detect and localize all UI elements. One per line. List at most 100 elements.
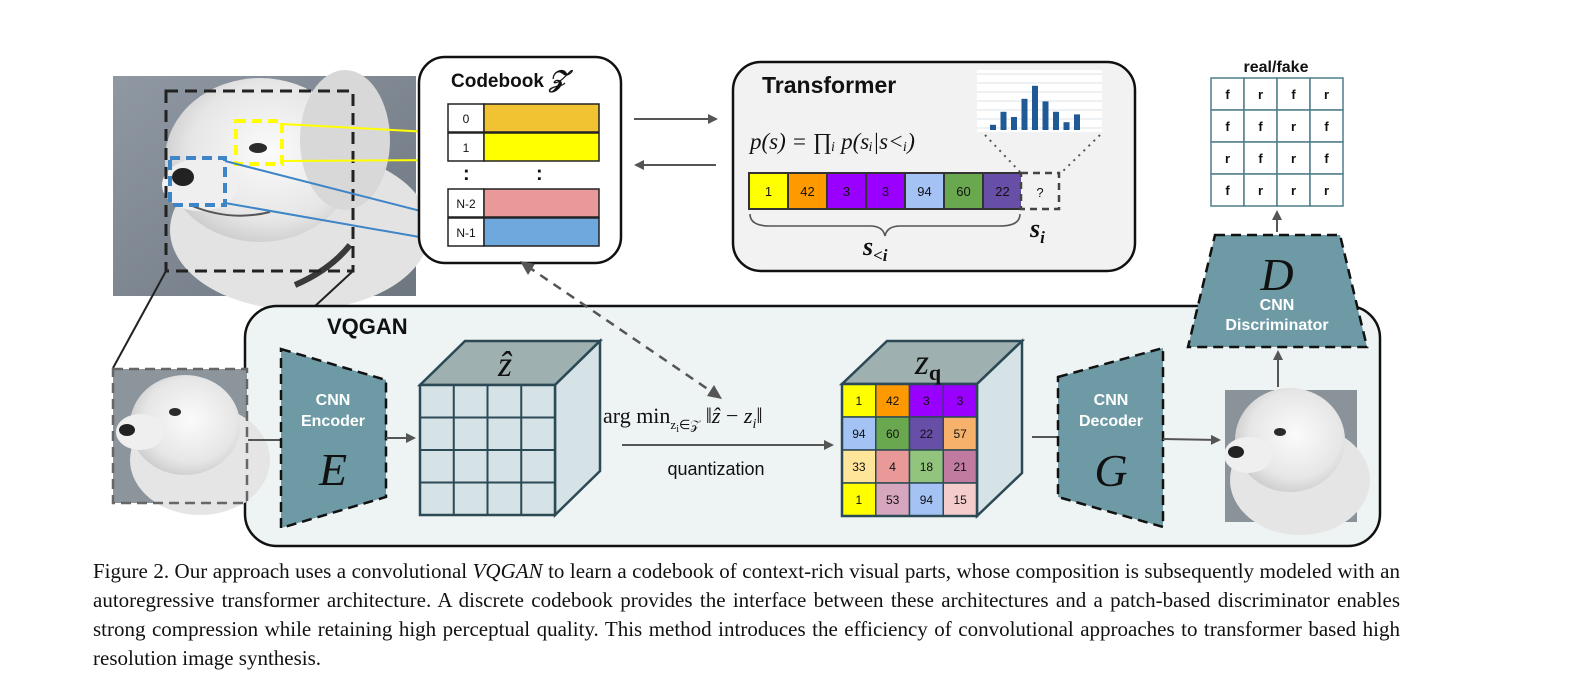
discriminator-symbol: D xyxy=(1259,249,1293,300)
zq-cell: 15 xyxy=(942,482,978,517)
zoom-line-left xyxy=(984,134,1023,175)
zq-cell: 57 xyxy=(942,416,978,451)
zq-cell: 3 xyxy=(908,383,944,418)
codebook-index: 1 xyxy=(463,141,470,155)
sequence-token: 42 xyxy=(787,172,828,210)
sequence-token: 60 xyxy=(943,172,984,210)
zhat-label: ẑ xyxy=(497,344,513,384)
zq-cell: 33 xyxy=(841,449,877,484)
zq-cell: 22 xyxy=(908,416,944,451)
probability-histogram xyxy=(977,70,1102,132)
figure-caption: Figure 2. Our approach uses a convolutio… xyxy=(93,559,1400,670)
zq-cell: 1 xyxy=(841,482,877,517)
real-fake-cell: f xyxy=(1243,109,1278,143)
vqgan-title: VQGAN xyxy=(327,314,408,339)
svg-text:f: f xyxy=(1324,151,1329,166)
real-fake-cell: r xyxy=(1276,173,1311,207)
svg-text:f: f xyxy=(1258,119,1263,134)
zq-cell: 18 xyxy=(908,449,944,484)
zhat-cube: ẑ xyxy=(416,338,604,518)
yellow-patch xyxy=(234,119,284,166)
sequence-token: 1 xyxy=(748,172,789,210)
codebook-lookup-arrow xyxy=(526,264,716,396)
codebook-index: 0 xyxy=(463,112,470,126)
svg-text:33: 33 xyxy=(852,460,866,474)
real-fake-cell: f xyxy=(1309,109,1344,143)
zq-cell: 94 xyxy=(841,416,877,451)
real-fake-cell: r xyxy=(1276,141,1311,175)
svg-text:r: r xyxy=(1291,119,1296,134)
output-image xyxy=(1224,388,1370,535)
svg-text:1: 1 xyxy=(765,184,772,199)
zq-cell: 53 xyxy=(875,482,911,517)
next-token-box: ? xyxy=(1019,171,1061,211)
svg-text:18: 18 xyxy=(920,460,934,474)
svg-text:r: r xyxy=(1324,183,1329,198)
real-fake-cell: r xyxy=(1309,77,1344,111)
svg-text:94: 94 xyxy=(920,493,934,507)
svg-text:r: r xyxy=(1258,87,1263,102)
svg-text:53: 53 xyxy=(886,493,900,507)
histogram-bar xyxy=(990,124,996,130)
context-brace xyxy=(749,213,1021,237)
codebook-rows: 01N-2N-1 xyxy=(447,103,600,247)
codebook-ellipsis-left: : xyxy=(463,163,470,185)
svg-text:f: f xyxy=(1225,119,1230,134)
svg-text:60: 60 xyxy=(956,184,970,199)
histogram-bar xyxy=(1000,111,1007,130)
transformer-title: Transformer xyxy=(762,72,896,98)
zq-cell: 21 xyxy=(942,449,978,484)
real-fake-cell: r xyxy=(1243,173,1278,207)
real-fake-cell: f xyxy=(1309,141,1344,175)
codebook-ellipsis-right: : xyxy=(536,163,543,185)
svg-text:42: 42 xyxy=(800,184,814,199)
input-photo xyxy=(113,70,430,310)
histogram-bar xyxy=(1021,98,1028,130)
real-fake-cell: r xyxy=(1243,77,1278,111)
zq-cell: 42 xyxy=(875,383,911,418)
blue-link-top xyxy=(224,160,449,219)
decoder-symbol: G xyxy=(1094,445,1127,496)
quantization-label: quantization xyxy=(667,459,764,479)
svg-text:3: 3 xyxy=(843,184,850,199)
svg-text:r: r xyxy=(1291,183,1296,198)
zq-cell: 60 xyxy=(875,416,911,451)
codebook-entry: 0 xyxy=(447,103,600,133)
svg-text:94: 94 xyxy=(917,184,931,199)
transformer-formula: p(s) = ∏ᵢ p(sᵢ|s<ᵢ) xyxy=(748,129,915,154)
svg-text:1: 1 xyxy=(856,394,863,408)
svg-text:15: 15 xyxy=(953,493,967,507)
crop-region xyxy=(164,89,355,273)
codebook-entry: 1 xyxy=(447,132,600,162)
histogram-bar xyxy=(1032,85,1038,130)
svg-text:22: 22 xyxy=(995,184,1009,199)
svg-text:r: r xyxy=(1258,183,1263,198)
real-fake-cell: f xyxy=(1210,77,1245,111)
real-fake-cell: f xyxy=(1210,109,1245,143)
small-input-image xyxy=(111,367,270,515)
svg-text:22: 22 xyxy=(920,427,934,441)
svg-text:?: ? xyxy=(1036,185,1043,200)
svg-text:f: f xyxy=(1258,151,1263,166)
proj-left xyxy=(112,270,167,369)
codebook-title: Codebook 𝒵 xyxy=(451,67,573,93)
real-fake-cell: r xyxy=(1210,141,1245,175)
svg-text:1: 1 xyxy=(856,493,863,507)
histogram-bar xyxy=(1042,101,1049,130)
codebook-index: N-1 xyxy=(456,226,476,240)
svg-text:94: 94 xyxy=(852,427,866,441)
zq-cell: 3 xyxy=(942,383,978,418)
real-fake-cell: f xyxy=(1243,141,1278,175)
svg-text:60: 60 xyxy=(886,427,900,441)
svg-text:3: 3 xyxy=(923,394,930,408)
svg-text:4: 4 xyxy=(889,460,896,474)
zq-cell: 94 xyxy=(908,482,944,517)
